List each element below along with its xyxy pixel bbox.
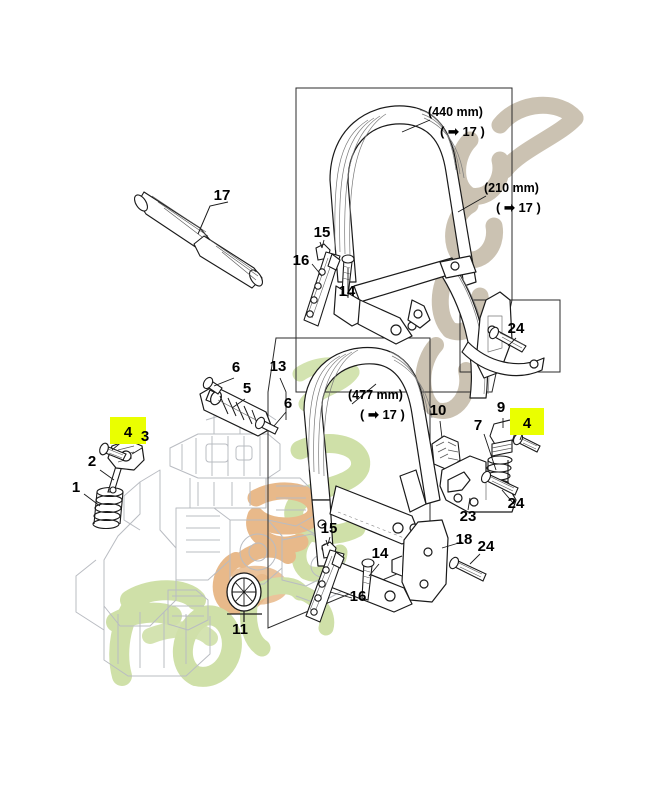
callout-6-a: 6 xyxy=(232,359,240,376)
callout-14-b: 14 xyxy=(372,545,389,562)
callout-24-a: 24 xyxy=(508,320,525,337)
callout-10: 10 xyxy=(430,402,447,419)
part-10-buffer xyxy=(431,435,461,471)
callout-7: 7 xyxy=(474,417,482,434)
dim-210-length: (210 mm) xyxy=(484,181,539,195)
callout-15-b: 15 xyxy=(321,520,338,537)
screw-14-upper xyxy=(341,254,355,297)
screw-6-lower xyxy=(254,416,279,435)
leader-11 xyxy=(227,611,262,622)
callout-13: 13 xyxy=(270,358,287,375)
part-16-lower-rail xyxy=(305,549,345,623)
dimension-note-210: (210 mm) ( ➡ 17 ) xyxy=(484,181,541,215)
callout-9: 9 xyxy=(497,399,505,416)
screw-24-av xyxy=(480,470,519,496)
part-9-cap xyxy=(489,419,517,457)
callout-2: 2 xyxy=(88,453,96,470)
screw-14-lower xyxy=(361,558,375,601)
screw-6-upper xyxy=(202,376,223,395)
callout-numbers: 1 2 3 4 5 6 6 7 9 4 10 11 13 14 14 15 15… xyxy=(72,187,532,638)
callout-23: 23 xyxy=(460,508,477,525)
callout-6-b: 6 xyxy=(284,395,292,412)
callout-4-left: 4 xyxy=(124,424,133,441)
part-11-grommet xyxy=(226,572,262,612)
dim-477-ref: ( ➡ 17 ) xyxy=(360,407,405,422)
highlight-box-4-left xyxy=(110,417,146,444)
screw-4-right xyxy=(512,432,541,453)
dim-477-length: (477 mm) xyxy=(348,388,403,402)
dimension-note-440: (440 mm) ( ➡ 17 ) xyxy=(428,105,485,139)
screw-24-guard xyxy=(448,556,487,582)
callout-18: 18 xyxy=(456,531,473,548)
handlebar-lower xyxy=(303,346,441,505)
bumper-rail-detail xyxy=(461,341,545,377)
dim-440-length: (440 mm) xyxy=(428,105,483,119)
screw-4-left xyxy=(99,442,127,461)
callout-3: 3 xyxy=(141,428,149,445)
leader-17 xyxy=(197,201,229,235)
callout-16-a: 16 xyxy=(293,252,310,269)
panel-bracket xyxy=(459,299,561,373)
callout-14-a: 14 xyxy=(339,283,356,300)
part-5-spring-coils xyxy=(217,395,259,427)
callout-17: 17 xyxy=(214,187,231,204)
part-17-tubes xyxy=(133,191,264,289)
callout-24-b: 24 xyxy=(508,495,525,512)
part-1-spring xyxy=(92,486,124,530)
part-18-guard xyxy=(391,519,449,603)
callout-1: 1 xyxy=(72,479,80,496)
leader-lines xyxy=(83,119,525,599)
callout-24-c: 24 xyxy=(478,538,495,555)
part-23-bracket xyxy=(439,455,517,513)
callout-16-b: 16 xyxy=(350,588,367,605)
callout-11: 11 xyxy=(232,621,248,638)
part-16-upper-rail xyxy=(303,251,341,327)
dim-210-ref: ( ➡ 17 ) xyxy=(496,200,541,215)
handlebar-upper-lower-joint xyxy=(333,285,431,345)
screw-24-upper xyxy=(488,326,527,353)
callout-15-a: 15 xyxy=(314,224,331,241)
highlight-box-4-right xyxy=(510,408,544,435)
dim-440-ref: ( ➡ 17 ) xyxy=(440,124,485,139)
dimension-note-477: (477 mm) ( ➡ 17 ) xyxy=(348,388,405,422)
part-2-rod xyxy=(107,465,123,494)
handlebar-upper-diagonal xyxy=(353,255,477,303)
callout-5: 5 xyxy=(243,380,251,397)
callout-4-right: 4 xyxy=(523,415,532,432)
